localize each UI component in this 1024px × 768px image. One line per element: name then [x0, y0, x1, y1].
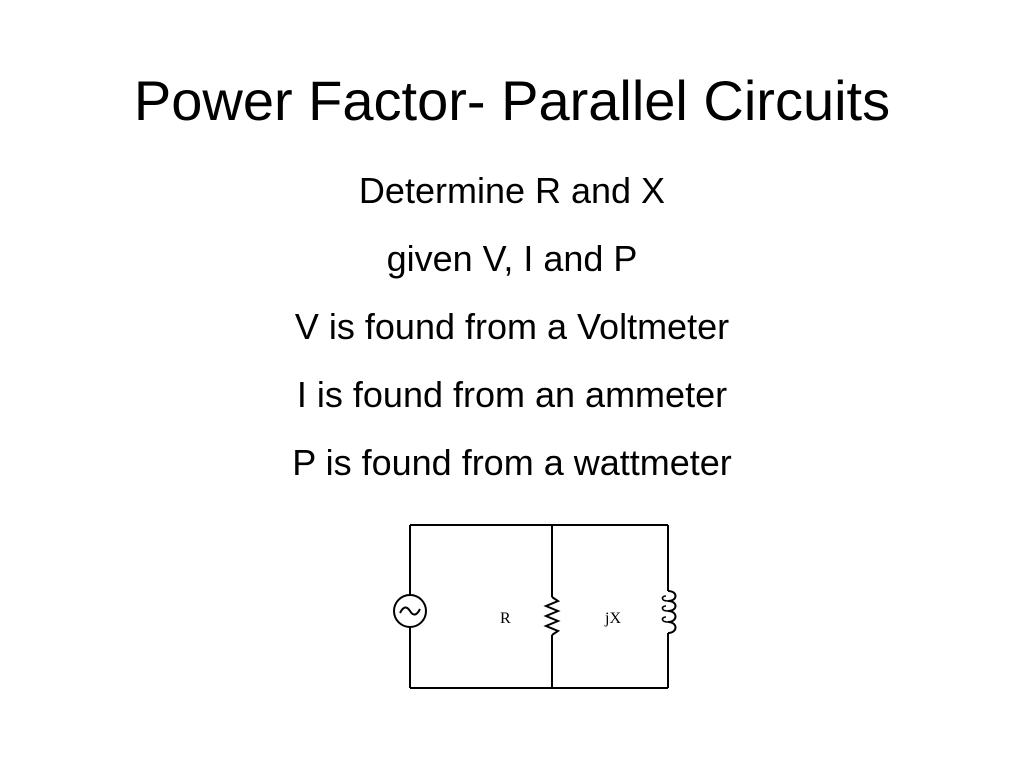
circuit-wires [409, 524, 669, 689]
body-line-4: I is found from an ammeter [296, 374, 728, 415]
resistor-label: R [500, 610, 511, 627]
body-text: Determine R and X given V, I and P V is … [0, 168, 1024, 508]
body-line-1: Determine R and X [358, 170, 666, 211]
inductor-icon [661, 590, 677, 634]
resistor-icon [543, 596, 561, 636]
body-line-3: V is found from a Voltmeter [294, 306, 730, 347]
ac-source-icon [393, 594, 427, 628]
slide-title: Power Factor- Parallel Circuits [133, 69, 891, 132]
body-line-2: given V, I and P [386, 238, 638, 279]
body-line-5: P is found from a wattmeter [292, 442, 732, 483]
inductor-label: jX [604, 610, 621, 627]
